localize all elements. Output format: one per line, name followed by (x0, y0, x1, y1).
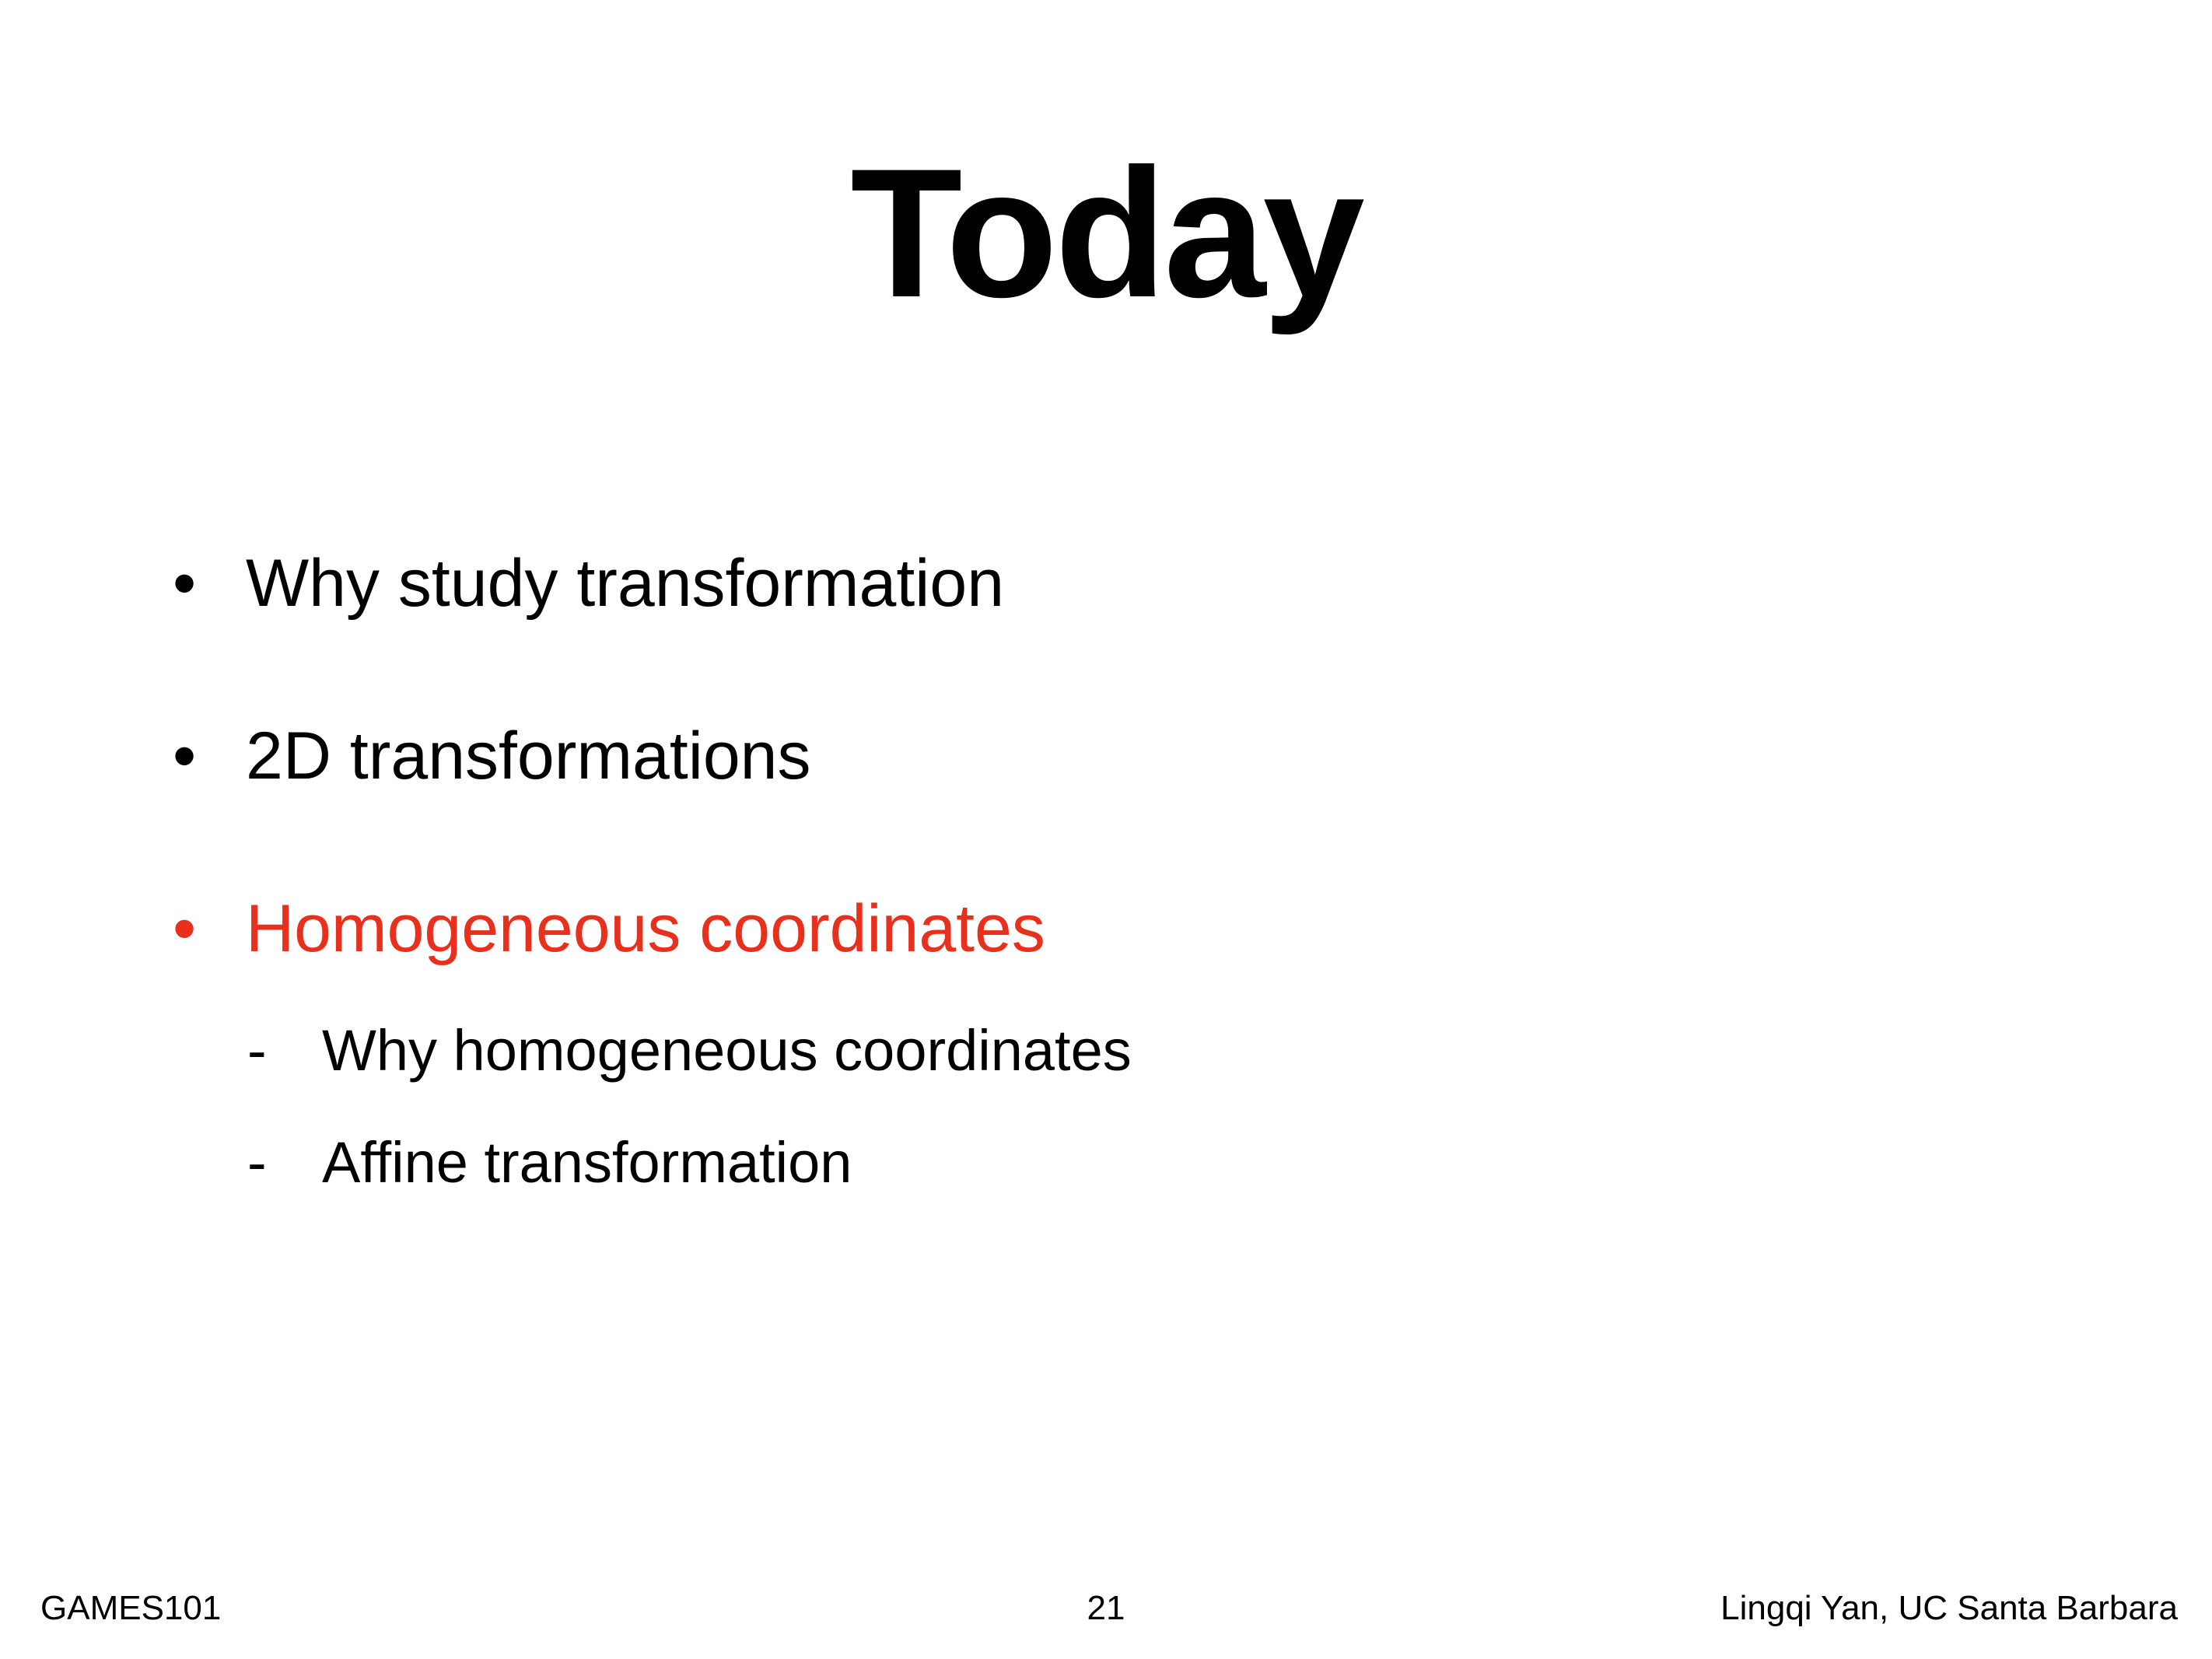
slide-title: Today (850, 131, 1364, 336)
bullet-item-why-study: • Why study transformation (173, 544, 1004, 622)
footer-author: Lingqi Yan, UC Santa Barbara (1720, 1589, 2178, 1627)
sub-bullet-why-homogeneous: -Why homogeneous coordinates (247, 1016, 1132, 1086)
bullet-text: Why study transformation (246, 546, 1005, 621)
bullet-marker: • (173, 891, 197, 966)
bullet-text: Homogeneous coordinates (246, 891, 1045, 966)
sub-bullet-text: Affine transformation (322, 1130, 852, 1195)
bullet-marker: • (173, 546, 197, 621)
footer-course-name: GAMES101 (40, 1589, 222, 1627)
sub-bullet-affine-transformation: -Affine transformation (247, 1128, 852, 1198)
footer-page-number: 21 (1087, 1589, 1125, 1627)
bullet-marker: • (173, 719, 197, 793)
sub-bullet-marker: - (247, 1018, 267, 1083)
bullet-text: 2D transformations (246, 719, 811, 793)
sub-bullet-text: Why homogeneous coordinates (322, 1018, 1132, 1083)
bullet-item-2d-transformations: • 2D transformations (173, 717, 811, 795)
sub-bullet-marker: - (247, 1130, 267, 1195)
bullet-item-homogeneous-coordinates: • Homogeneous coordinates (173, 890, 1045, 968)
